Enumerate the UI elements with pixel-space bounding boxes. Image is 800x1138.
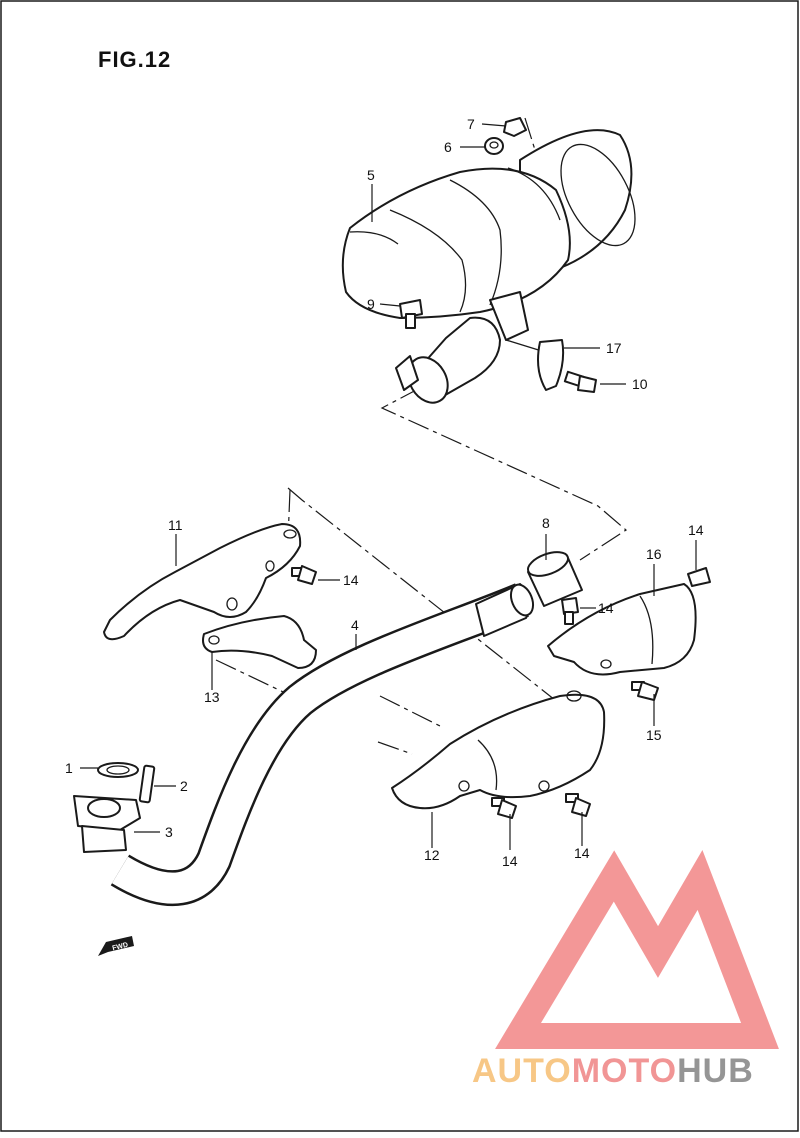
callout-16: 16 <box>646 546 662 562</box>
bolt-9 <box>399 299 423 329</box>
forward-arrow-badge: FWD <box>98 936 134 956</box>
heat-cover-12 <box>391 690 606 810</box>
bolt-14-a <box>687 567 711 587</box>
nut-7 <box>503 117 527 137</box>
bolt-14-e <box>565 793 591 817</box>
callout-labels: 7 6 5 9 17 10 8 16 14 14 14 11 4 13 1 2 … <box>65 116 704 869</box>
sleeve-8 <box>526 551 583 607</box>
bolt-10 <box>563 370 597 393</box>
exhaust-pipe <box>110 583 535 907</box>
bracket-13 <box>202 615 317 669</box>
callout-12: 12 <box>424 847 440 863</box>
gasket-1 <box>97 762 139 778</box>
callout-1: 1 <box>65 760 73 776</box>
bolt-14-b <box>291 565 317 585</box>
callout-3: 3 <box>165 824 173 840</box>
callout-4: 4 <box>351 617 359 633</box>
callout-9: 9 <box>367 296 375 312</box>
callout-14-bottom-left: 14 <box>502 853 518 869</box>
svg-text:AUTOMOTOHUB: AUTOMOTOHUB <box>472 1052 754 1090</box>
callout-15: 15 <box>646 727 662 743</box>
watermark-text-moto: MOTO <box>572 1052 677 1090</box>
heat-cover-16 <box>547 583 697 676</box>
callout-10: 10 <box>632 376 648 392</box>
callout-6: 6 <box>444 139 452 155</box>
fwd-label: FWD <box>112 942 129 953</box>
leader-lines <box>80 123 697 850</box>
assembly-lines <box>215 117 627 755</box>
callout-14-top-right: 14 <box>688 522 704 538</box>
callout-5: 5 <box>367 167 375 183</box>
callout-7: 7 <box>467 116 475 132</box>
washer-6 <box>484 137 504 155</box>
callout-11: 11 <box>168 517 183 533</box>
flange-3 <box>73 795 141 853</box>
bolt-14-c <box>561 597 579 625</box>
heat-cover-11 <box>103 523 302 641</box>
callout-14-bottom-right: 14 <box>574 845 590 861</box>
watermark: AUTOMOTOHUB <box>472 850 779 1090</box>
callout-8: 8 <box>542 515 550 531</box>
bracket-17 <box>537 339 565 391</box>
callout-2: 2 <box>180 778 188 794</box>
stud-2 <box>138 764 156 804</box>
callout-17: 17 <box>606 340 622 356</box>
callout-14-left: 14 <box>343 572 359 588</box>
watermark-text-hub: HUB <box>677 1052 754 1090</box>
callout-13: 13 <box>204 689 220 705</box>
watermark-logo-icon <box>495 850 779 1049</box>
bolt-14-d <box>491 797 517 819</box>
watermark-text-auto: AUTO <box>472 1052 572 1090</box>
figure-title: FIG.12 <box>98 47 172 72</box>
callout-14-middle: 14 <box>598 600 614 616</box>
muffler <box>341 129 636 404</box>
